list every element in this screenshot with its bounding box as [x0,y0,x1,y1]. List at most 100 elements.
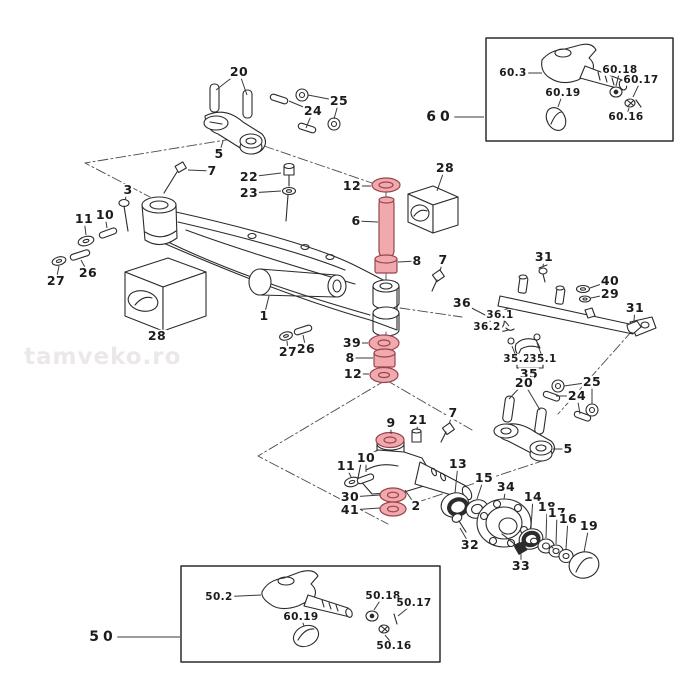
part-label-32: 32 [459,536,481,552]
part-label-50.18: 50.18 [364,589,402,602]
washer-27-left [51,256,67,266]
bolt-31-top [538,264,548,283]
part-label-8: 8 [411,252,423,268]
fasteners-24-25-lower [542,379,599,422]
lower-highlighted-stack [368,334,400,384]
part-label-34: 34 [495,478,517,494]
part-label-27: 27 [45,272,67,288]
inset-60-box [485,37,674,142]
bolt-7-upper [163,161,187,194]
part-label-28: 28 [146,327,168,343]
pin-10-left [98,227,118,239]
part-label-7: 7 [206,162,218,178]
part-label-13: 13 [447,455,469,471]
part-label-60: 60 [425,109,455,125]
part-label-10: 10 [94,206,116,222]
part-label-35.1: 35.1 [528,352,558,365]
fasteners-24-25-upper [269,88,341,134]
part-label-26: 26 [77,264,99,280]
washers-30-41 [379,487,407,517]
kingpin-6 [378,196,395,259]
bearing-14 [518,528,544,550]
bolt-7-mid [431,269,445,292]
part-label-14: 14 [522,488,544,504]
rubber-stop-28-left [124,257,207,332]
clamp-31-right [626,320,642,334]
part-label-7: 7 [437,251,449,267]
part-label-50.16: 50.16 [375,639,413,652]
part-label-35.2: 35.2 [502,352,532,365]
part-label-60.17: 60.17 [622,73,660,86]
part-label-16: 16 [557,510,579,526]
part-label-25: 25 [581,373,603,389]
inset-50-box [180,565,441,663]
bolt-3 [118,198,130,232]
seal-12-lower [369,366,399,384]
part-label-8: 8 [344,349,356,365]
part-label-22: 22 [238,168,260,184]
part-label-19: 19 [578,517,600,533]
washer-27-center [279,331,293,341]
part-label-28: 28 [434,159,456,175]
part-label-29: 29 [599,285,621,301]
part-label-60.3: 60.3 [498,66,528,79]
part-label-25: 25 [328,92,350,108]
part-label-12: 12 [341,177,363,193]
part-label-20: 20 [513,374,535,390]
part-label-27: 27 [277,343,299,359]
part-label-60.16: 60.16 [607,110,645,123]
part-label-12: 12 [342,365,364,381]
part-label-31: 31 [533,248,555,264]
part-label-39: 39 [341,334,363,350]
pin-26-left [69,249,91,261]
part-label-1: 1 [258,307,270,323]
part-label-15: 15 [473,469,495,485]
part-label-23: 23 [238,184,260,200]
part-label-41: 41 [339,501,361,517]
bolt-22 [283,162,295,187]
bolt-7-knuckle [440,422,455,443]
part-label-60.18: 60.18 [601,63,639,76]
washer-23 [281,186,297,222]
part-label-40: 40 [599,272,621,288]
washer-16 [558,548,574,564]
clip-36-1 [505,327,515,331]
seal-12-upper [371,177,401,193]
bushing-8-upper [374,254,398,274]
pin-26-center [293,324,313,336]
part-label-5: 5 [562,440,574,456]
part-label-33: 33 [510,557,532,573]
part-label-3: 3 [122,181,134,197]
part-label-60.19: 60.19 [544,86,582,99]
part-label-2: 2 [410,497,422,513]
part-label-6: 6 [350,212,362,228]
hub-34 [476,498,532,548]
part-label-9: 9 [385,414,397,430]
part-label-36.2: 36.2 [472,320,502,333]
part-label-11: 11 [73,210,95,226]
bolt-32 [451,513,467,533]
part-label-10: 10 [355,449,377,465]
bracket-35 [516,363,544,373]
clamp-35 [507,333,541,356]
pin-10-knuckle [356,473,375,485]
cap-9 [375,431,405,449]
part-label-26: 26 [295,340,317,356]
steering-arm-upper [203,83,267,155]
inset-50-knuckle [261,570,398,648]
part-label-7: 7 [447,404,459,420]
part-label-24: 24 [566,387,588,403]
bushing-21 [411,428,422,443]
part-label-50.17: 50.17 [395,596,433,609]
inset-60-knuckle [541,43,642,131]
washer-41 [379,501,407,517]
part-label-36: 36 [451,294,473,310]
part-label-31: 31 [624,299,646,315]
part-label-24: 24 [302,102,324,118]
bushing-8-lower [373,348,396,368]
washers-40-29 [575,284,592,303]
cap-19 [568,551,600,579]
detail-view-boxes [180,37,674,663]
